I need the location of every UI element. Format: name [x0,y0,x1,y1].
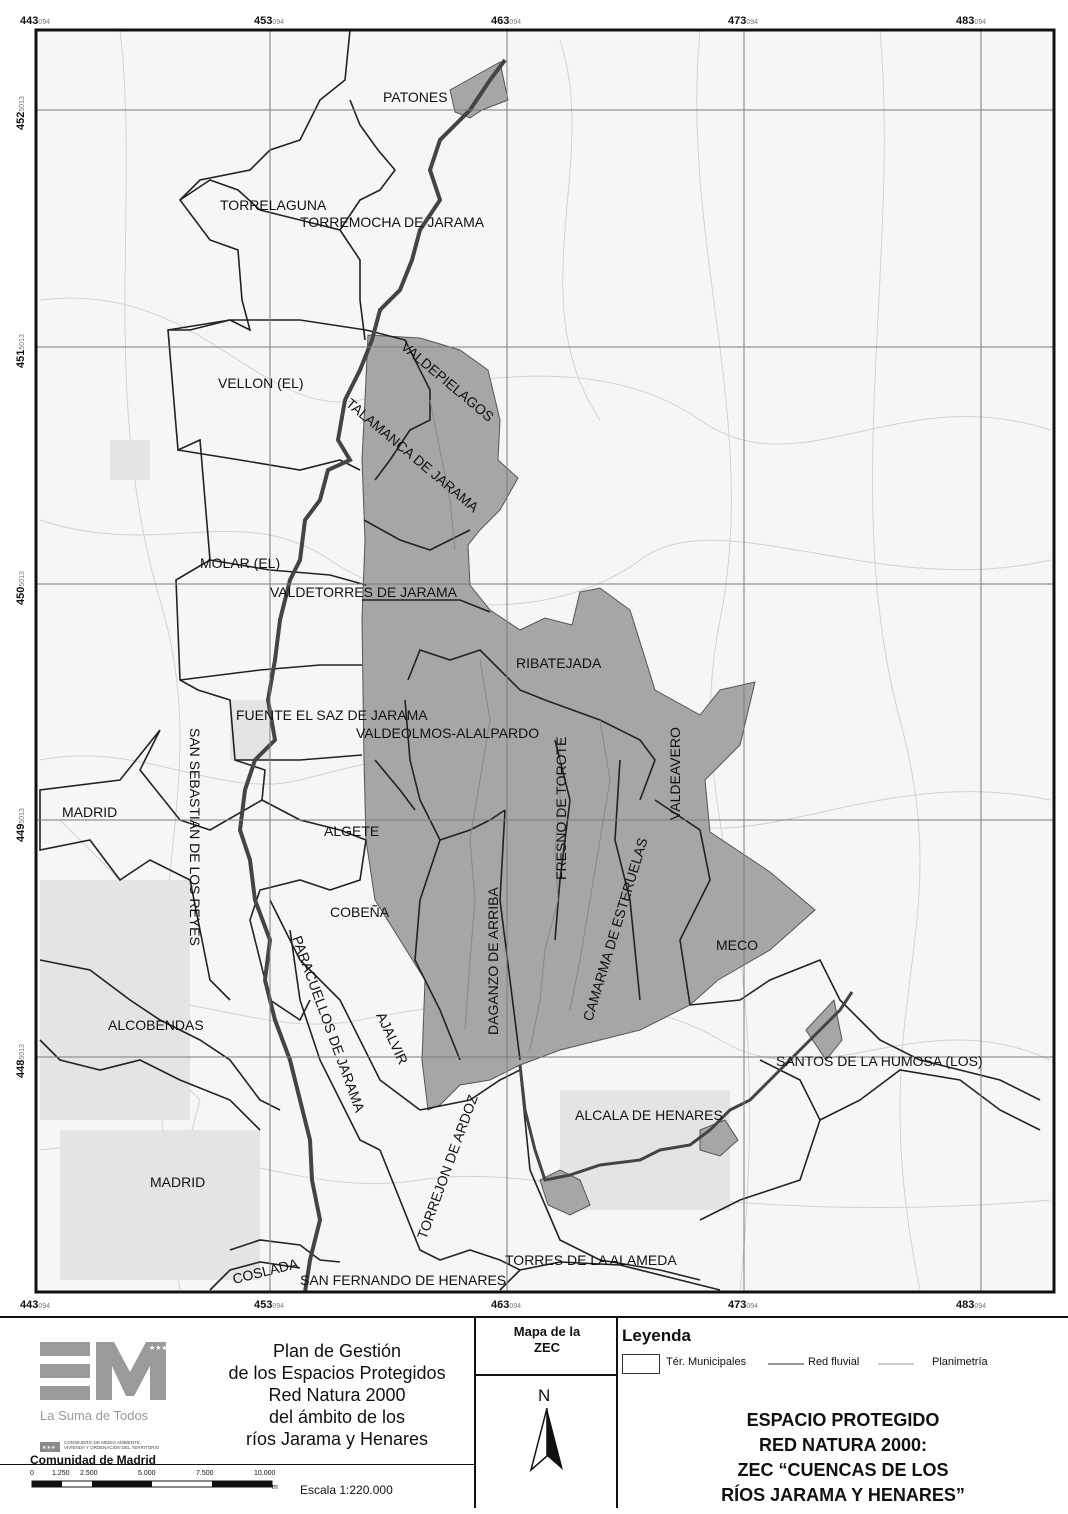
label-santos: SANTOS DE LA HUMOSA (LOS) [776,1053,983,1069]
protected-area-zec [361,61,843,1216]
logo-tagline: La Suma de Todos [40,1408,149,1423]
svg-text:10.000: 10.000 [254,1470,276,1477]
label-torrelaguna: TORRELAGUNA [220,197,327,213]
label-torremocha: TORREMOCHA DE JARAMA [300,214,485,230]
coordinate-grid [36,30,1054,1292]
label-meco: MECO [716,937,758,953]
legend-line-river [768,1363,804,1365]
legend-river: Red fluvial [808,1356,860,1368]
scale-bar: 0 1.250 2.500 5.000 7.500 10.000 m [30,1470,278,1491]
label-vellon: VELLON (EL) [218,375,304,391]
svg-text:483094: 483094 [956,15,986,27]
coords-left: 4525013 4515013 4505013 4495013 4485013 [15,96,27,1078]
svg-text:443094: 443094 [20,1299,50,1311]
label-alcala: ALCALA DE HENARES [575,1107,723,1123]
logo-mark-icon: ★★★ ★★★ [40,1342,168,1452]
map-frame-border [34,28,1056,1294]
label-valdetorres: VALDETORRES DE JARAMA [270,584,458,600]
svg-text:4515013: 4515013 [15,334,27,368]
svg-text:483094: 483094 [956,1299,986,1311]
legend-cell: Leyenda Tér. Municipales Red fluvial Pla… [618,1318,1068,1508]
svg-text:463094: 463094 [491,1299,521,1311]
legend-swatch-municipal [622,1354,660,1374]
map-type-title: Mapa de la ZEC [513,1324,581,1355]
label-molar: MOLAR (EL) [200,555,280,571]
label-patones: PATONES [383,89,448,105]
svg-text:m: m [272,1484,278,1491]
logo-department: CONSEJERÍA DE MEDIO AMBIENTE, VIVIENDA Y… [64,1440,160,1450]
svg-text:0: 0 [30,1470,34,1477]
svg-text:4525013: 4525013 [15,96,27,130]
svg-text:4485013: 4485013 [15,1044,27,1078]
svg-text:★★★: ★★★ [149,1344,168,1352]
label-valdeavero: VALDEAVERO [667,727,683,820]
label-madrid-north: MADRID [62,804,117,820]
label-san-sebastian: SAN SEBASTIAN DE LOS REYES [187,728,203,946]
label-madrid-south: MADRID [150,1174,205,1190]
label-fuente-saz: FUENTE EL SAZ DE JARAMA [236,707,428,723]
logo-organization: Comunidad de Madrid [30,1453,156,1467]
label-valdeolmos: VALDEOLMOS-ALALPARDO [356,725,539,741]
label-ribatejada: RIBATEJADA [516,655,602,671]
label-fresno: FRESNO DE TOROTE [553,737,569,880]
svg-text:7.500: 7.500 [196,1470,214,1477]
map: 443094 453094 463094 473094 483094 44309… [15,15,1056,1311]
urban-areas [40,440,730,1280]
svg-text:443094: 443094 [20,15,50,27]
river-network [237,58,854,1293]
legend-items: Tér. Municipales Red fluvial Planimetría [622,1354,1062,1376]
label-torres: TORRES DE LA ALAMEDA [505,1252,677,1268]
legend-line-planimetry [878,1363,914,1365]
scale-row: 0 1.250 2.500 5.000 7.500 10.000 m Escal… [0,1464,476,1509]
svg-text:★★★: ★★★ [42,1445,56,1451]
svg-text:4505013: 4505013 [15,571,27,605]
svg-text:453094: 453094 [254,1299,284,1311]
map-type-divider [476,1374,618,1376]
info-panel: ★★★ ★★★ La Suma de Todos CONSEJERÍA DE M… [0,1316,1068,1508]
label-daganzo: DAGANZO DE ARRIBA [485,887,501,1035]
svg-text:473094: 473094 [728,15,758,27]
svg-text:1.250: 1.250 [52,1470,70,1477]
coords-top: 443094 453094 463094 473094 483094 [20,15,986,27]
svg-text:463094: 463094 [491,15,521,27]
logo-title-cell: ★★★ ★★★ La Suma de Todos CONSEJERÍA DE M… [0,1318,476,1508]
label-alcobendas: ALCOBENDAS [108,1017,204,1033]
comunidad-madrid-logo: ★★★ ★★★ La Suma de Todos CONSEJERÍA DE M… [30,1336,180,1467]
legend-title: Leyenda [622,1326,691,1345]
protected-space-title: ESPACIO PROTEGIDO RED NATURA 2000: ZEC “… [721,1410,965,1505]
svg-text:2.500: 2.500 [80,1470,98,1477]
coords-bottom: 443094 453094 463094 473094 483094 [20,1299,986,1311]
north-label: N [538,1386,551,1405]
legend-planimetry: Planimetría [932,1356,988,1368]
label-algete: ALGETE [324,823,379,839]
scale-text: Escala 1:220.000 [300,1483,393,1497]
label-san-fernando: SAN FERNANDO DE HENARES [300,1272,506,1288]
svg-text:473094: 473094 [728,1299,758,1311]
svg-text:5.000: 5.000 [138,1470,156,1477]
legend-municipal: Tér. Municipales [666,1356,747,1368]
label-cobena: COBEÑA [330,904,390,920]
north-arrow-icon [529,1407,563,1473]
svg-text:453094: 453094 [254,15,284,27]
plan-title: Plan de Gestión de los Espacios Protegid… [228,1341,446,1449]
map-type-cell: Mapa de la ZEC N [476,1318,618,1508]
svg-text:4495013: 4495013 [15,808,27,842]
